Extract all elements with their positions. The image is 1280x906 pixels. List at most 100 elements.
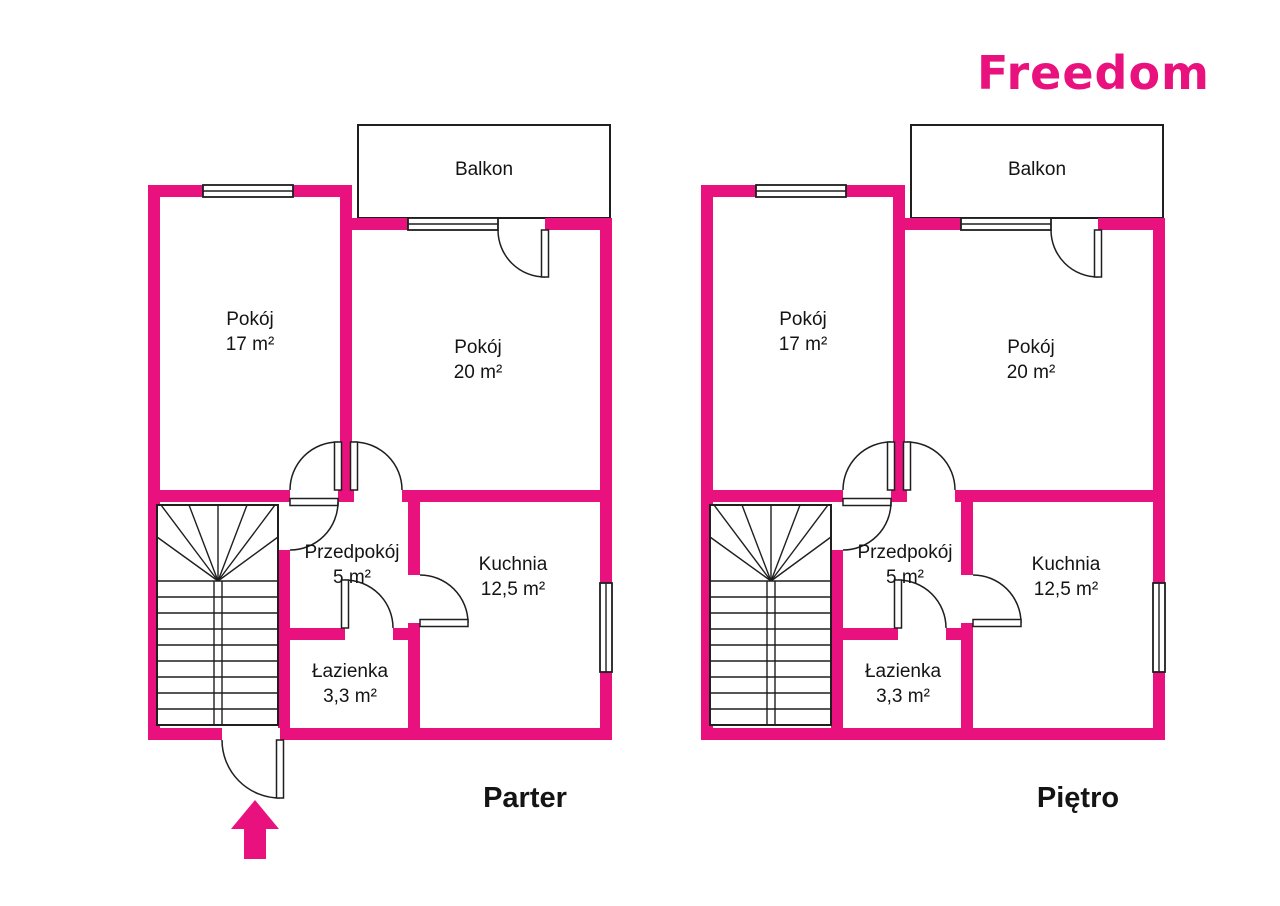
door-room2 xyxy=(349,441,403,491)
room-label-room2: Pokój 20 m² xyxy=(454,337,503,383)
wall-segment xyxy=(545,218,612,230)
stair-winder xyxy=(188,504,219,582)
wall-segment xyxy=(893,185,905,502)
stair-winder xyxy=(770,536,832,582)
balcony: Balkon xyxy=(910,124,1164,219)
door-balcony xyxy=(1050,229,1103,278)
wall-segment xyxy=(701,728,775,740)
wall-segment xyxy=(148,728,222,740)
room-name: Łazienka xyxy=(865,661,941,682)
room-label-room1: Pokój 17 m² xyxy=(226,309,275,355)
stair-winder xyxy=(709,536,772,582)
floor-title: Parter xyxy=(483,782,567,814)
wall-segment xyxy=(701,490,843,502)
door-room1 xyxy=(842,441,896,491)
door-leaf xyxy=(340,579,350,629)
window-balcony-door xyxy=(407,217,499,231)
room-label-hallway: Przedpokój 5 m² xyxy=(304,542,399,588)
window-kitchen xyxy=(599,582,613,673)
balcony-outline xyxy=(357,124,611,219)
wall-segment xyxy=(600,672,612,740)
stair-winder xyxy=(160,504,219,582)
room-area: 17 m² xyxy=(779,334,828,355)
room-label-room1: Pokój 17 m² xyxy=(779,309,828,355)
wall-segment xyxy=(1153,218,1165,583)
balcony: Balkon xyxy=(357,124,611,219)
stair-winder xyxy=(156,536,219,582)
room-name: Pokój xyxy=(779,309,827,330)
window-room1 xyxy=(202,184,294,198)
door-leaf xyxy=(893,579,903,629)
door-swing-arc xyxy=(1050,229,1099,278)
door-bathroom xyxy=(893,579,947,629)
room-area: 12,5 m² xyxy=(1034,579,1098,600)
wall-segment xyxy=(961,502,973,575)
stair-winder xyxy=(217,504,276,582)
room-name: Kuchnia xyxy=(1032,554,1101,575)
stair-winder xyxy=(770,504,829,582)
window-room1 xyxy=(755,184,847,198)
door-bathroom xyxy=(340,579,394,629)
room-area: 3,3 m² xyxy=(876,686,930,707)
balcony-outline xyxy=(910,124,1164,219)
room-area: 12,5 m² xyxy=(481,579,545,600)
room-name: Pokój xyxy=(226,309,274,330)
room-label-bathroom: Łazienka 3,3 m² xyxy=(312,661,388,707)
wall-segment xyxy=(905,218,961,230)
staircase xyxy=(709,504,832,726)
wall-segment xyxy=(1153,672,1165,740)
wall-segment xyxy=(338,490,354,502)
wall-segment xyxy=(280,728,612,740)
door-kitchen xyxy=(972,574,1022,628)
wall-segment xyxy=(833,728,1165,740)
door-leaf xyxy=(842,497,892,507)
wall-segment xyxy=(148,185,203,197)
door-leaf xyxy=(902,441,912,491)
room-area: 20 m² xyxy=(1007,362,1056,383)
floor-plan: Balkon xyxy=(148,124,613,859)
room-name: Kuchnia xyxy=(479,554,548,575)
stair-winder xyxy=(713,504,772,582)
window-balcony-door xyxy=(960,217,1052,231)
door-leaf xyxy=(540,229,550,278)
wall-segment xyxy=(408,623,420,728)
wall-segment xyxy=(293,185,352,197)
stair-winder xyxy=(217,536,279,582)
wall-segment xyxy=(961,623,973,728)
room-area: 20 m² xyxy=(454,362,503,383)
wall-segment xyxy=(891,490,907,502)
door-leaf xyxy=(275,739,285,799)
room-label-hallway: Przedpokój 5 m² xyxy=(857,542,952,588)
wall-segment xyxy=(340,185,352,502)
door-swing-arc xyxy=(972,574,1022,624)
door-leaf xyxy=(333,441,343,491)
room-label-kitchen: Kuchnia 12,5 m² xyxy=(1032,554,1101,600)
door-leaf xyxy=(1093,229,1103,278)
wall-segment xyxy=(402,490,612,502)
wall-segment xyxy=(955,490,1165,502)
room-area: 5 m² xyxy=(333,567,371,588)
door-swing-arc xyxy=(842,441,892,491)
door-leaf xyxy=(972,618,1022,628)
room-name: Łazienka xyxy=(312,661,388,682)
door-room1 xyxy=(289,441,343,491)
room-name: Przedpokój xyxy=(304,542,399,563)
wall-segment xyxy=(278,550,290,728)
wall-segment xyxy=(775,728,833,740)
room-area: 3,3 m² xyxy=(323,686,377,707)
door-leaf xyxy=(886,441,896,491)
room-name: Pokój xyxy=(454,337,502,358)
door-stairs xyxy=(842,497,892,551)
staircase xyxy=(156,504,279,726)
door-swing-arc xyxy=(897,579,947,629)
wall-segment xyxy=(290,628,345,640)
door-room2 xyxy=(902,441,956,491)
balcony-label: Balkon xyxy=(1008,159,1066,180)
wall-segment xyxy=(148,490,290,502)
wall-segment xyxy=(1098,218,1165,230)
door-swing-arc xyxy=(353,441,403,491)
room-label-room2: Pokój 20 m² xyxy=(1007,337,1056,383)
door-swing-arc xyxy=(842,501,892,551)
stair-winder xyxy=(217,504,248,582)
